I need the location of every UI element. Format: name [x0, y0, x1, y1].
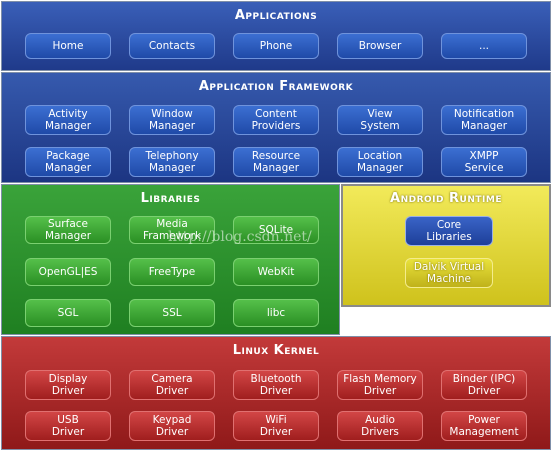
lib-media-framework: Media Framework — [129, 216, 215, 244]
kernel-binder-ipc-driver: Binder (IPC) Driver — [441, 370, 527, 400]
linux-kernel-layer: Linux Kernel Display Driver Camera Drive… — [1, 336, 551, 450]
lib-ssl: SSL — [129, 299, 215, 327]
applications-title: Applications — [234, 8, 318, 23]
android-runtime-layer: Android Runtime Core Libraries Dalvik Vi… — [341, 184, 551, 307]
lib-webkit: WebKit — [233, 258, 319, 286]
app-phone: Phone — [233, 33, 319, 59]
fw-content-providers: Content Providers — [233, 105, 319, 135]
fw-resource-manager: Resource Manager — [233, 147, 319, 177]
kernel-flash-memory-driver: Flash Memory Driver — [337, 370, 423, 400]
fw-activity-manager: Activity Manager — [25, 105, 111, 135]
fw-window-manager: Window Manager — [129, 105, 215, 135]
kernel-power-management: Power Management — [441, 411, 527, 441]
framework-layer: Application Framework Activity Manager W… — [1, 72, 551, 183]
fw-package-manager: Package Manager — [25, 147, 111, 177]
app-contacts: Contacts — [129, 33, 215, 59]
lib-sgl: SGL — [25, 299, 111, 327]
kernel-wifi-driver: WiFi Driver — [233, 411, 319, 441]
watermark: http://blog.csdn.net/ — [168, 229, 312, 245]
framework-title: Application Framework — [198, 79, 354, 94]
lib-surface-manager: Surface Manager — [25, 216, 111, 244]
libraries-layer: Libraries Surface Manager Media Framewor… — [1, 184, 340, 335]
lib-sqlite: SQLite — [233, 216, 319, 244]
lib-opengl-es: OpenGL|ES — [25, 258, 111, 286]
app-more: ... — [441, 33, 527, 59]
lib-freetype: FreeType — [129, 258, 215, 286]
fw-view-system: View System — [337, 105, 423, 135]
kernel-camera-driver: Camera Driver — [129, 370, 215, 400]
fw-xmpp-service: XMPP Service — [441, 147, 527, 177]
kernel-bluetooth-driver: Bluetooth Driver — [233, 370, 319, 400]
fw-notification-manager: Notification Manager — [441, 105, 527, 135]
app-browser: Browser — [337, 33, 423, 59]
app-home: Home — [25, 33, 111, 59]
kernel-usb-driver: USB Driver — [25, 411, 111, 441]
libraries-title: Libraries — [140, 191, 201, 206]
kernel-title: Linux Kernel — [232, 343, 320, 358]
fw-telephony-manager: Telephony Manager — [129, 147, 215, 177]
rt-core-libraries: Core Libraries — [405, 216, 493, 246]
kernel-display-driver: Display Driver — [25, 370, 111, 400]
runtime-title: Android Runtime — [390, 191, 502, 206]
kernel-audio-drivers: Audio Drivers — [337, 411, 423, 441]
lib-libc: libc — [233, 299, 319, 327]
rt-dalvik-vm: Dalvik Virtual Machine — [405, 258, 493, 288]
fw-location-manager: Location Manager — [337, 147, 423, 177]
applications-layer: Applications Home Contacts Phone Browser… — [1, 1, 551, 71]
kernel-keypad-driver: Keypad Driver — [129, 411, 215, 441]
